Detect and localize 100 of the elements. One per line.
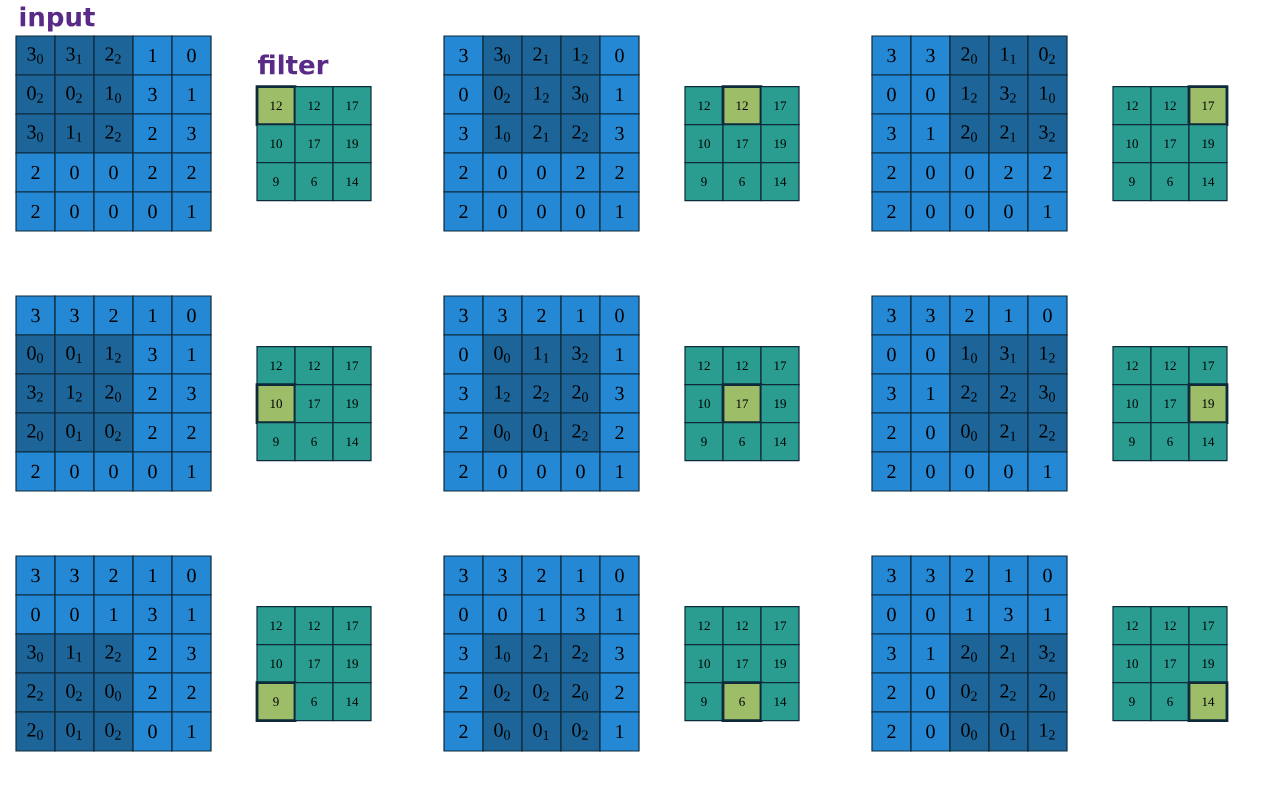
grid-cell: 3 (171, 113, 212, 154)
grid-cell: 2$_{0}$ (1027, 672, 1068, 713)
grid-cell: 3 (910, 35, 951, 76)
grid-cell: 3 (54, 555, 95, 596)
grid-cell: 2 (132, 152, 173, 193)
grid-cell: 0$_{2}$ (93, 412, 134, 453)
grid-cell: 3 (132, 594, 173, 635)
grid-cell: 2 (521, 555, 562, 596)
grid-cell: 3 (482, 295, 523, 336)
grid-cell: 2 (949, 295, 990, 336)
grid-cell: 0 (482, 594, 523, 635)
grid-cell: 2 (15, 152, 56, 193)
grid-cell: 3$_{0}$ (482, 35, 523, 76)
grid-cell: 2 (171, 672, 212, 713)
grid-cell: 0 (521, 191, 562, 232)
grid-cell: 2 (443, 412, 484, 453)
grid-cell: 3 (910, 555, 951, 596)
grid-cell: 0 (910, 672, 951, 713)
grid-cell: 0$_{0}$ (482, 412, 523, 453)
grid-cell: 1 (93, 594, 134, 635)
grid-cell: 0$_{2}$ (15, 74, 56, 115)
grid-cell: 0$_{1}$ (521, 412, 562, 453)
grid-cell: 0 (988, 191, 1029, 232)
grid-cell: 3 (443, 373, 484, 414)
grid-cell: 0 (443, 594, 484, 635)
grid-cell: 3 (132, 74, 173, 115)
grid-cell: 1$_{2}$ (93, 334, 134, 375)
grid-cell: 1$_{0}$ (482, 113, 523, 154)
grid-cell: 0 (171, 295, 212, 336)
grid-cell: 0$_{2}$ (949, 672, 990, 713)
grid-cell: 2$_{0}$ (560, 672, 601, 713)
grid-cell: 0 (949, 152, 990, 193)
grid-cell: 1$_{2}$ (949, 74, 990, 115)
grid-cell: 2$_{1}$ (521, 35, 562, 76)
grid-cell: 2 (599, 152, 640, 193)
grid-cell: 1 (171, 594, 212, 635)
grid-cell: 1$_{2}$ (521, 74, 562, 115)
grid-cell: 0 (871, 594, 912, 635)
grid-cell: 2 (443, 672, 484, 713)
grid-cell: 3 (871, 113, 912, 154)
grid-cell: 1 (521, 594, 562, 635)
grid-cell: 0 (93, 451, 134, 492)
grid-cell: 0$_{1}$ (54, 412, 95, 453)
grid-cell: 1$_{2}$ (1027, 334, 1068, 375)
grid-cell: 0$_{2}$ (54, 672, 95, 713)
grid-cell: 2$_{2}$ (521, 373, 562, 414)
grid-cell: 0 (93, 152, 134, 193)
grid-cell: 1$_{2}$ (54, 373, 95, 414)
grid-cell: 3 (171, 373, 212, 414)
grid-cell: 1$_{2}$ (482, 373, 523, 414)
grid-cell: 0$_{1}$ (54, 711, 95, 752)
grid-cell: 3$_{1}$ (54, 35, 95, 76)
grid-cell: 2$_{0}$ (560, 373, 601, 414)
grid-cell: 0 (910, 74, 951, 115)
grid-cell: 1 (988, 295, 1029, 336)
grid-cell: 1$_{1}$ (54, 633, 95, 674)
grid-cell: 2$_{0}$ (15, 412, 56, 453)
grid-cell: 1$_{1}$ (988, 35, 1029, 76)
grid-cell: 2 (1027, 152, 1068, 193)
grid-cell: 0 (482, 191, 523, 232)
grid-cell: 0 (1027, 555, 1068, 596)
grid-cell: 2$_{2}$ (93, 35, 134, 76)
grid-cell: 0 (482, 451, 523, 492)
grid-cell: 3 (443, 113, 484, 154)
grid-cell: 2 (599, 672, 640, 713)
grid-cell: 0$_{0}$ (482, 334, 523, 375)
grid-cell: 1 (171, 334, 212, 375)
grid-cell: 2 (443, 451, 484, 492)
grid-cell: 2$_{2}$ (949, 373, 990, 414)
grid-cell: 0 (599, 295, 640, 336)
grid-cell: 2 (443, 191, 484, 232)
grid-cell: 3 (871, 295, 912, 336)
grid-cell: 1 (599, 451, 640, 492)
grid-cell: 0 (988, 451, 1029, 492)
grid-cell: 3$_{2}$ (15, 373, 56, 414)
grid-cell: 0 (171, 555, 212, 596)
grid-cell: 0 (132, 191, 173, 232)
grid-cell: 2$_{1}$ (521, 113, 562, 154)
grid-cell: 0 (54, 451, 95, 492)
grid-cell: 3 (443, 295, 484, 336)
grid-cell: 2$_{0}$ (949, 633, 990, 674)
grid-cell: 2 (132, 633, 173, 674)
grid-cell: 1$_{0}$ (1027, 74, 1068, 115)
grid-cell: 0$_{2}$ (482, 672, 523, 713)
grid-cell: 3$_{2}$ (988, 74, 1029, 115)
grid-cell: 1 (910, 633, 951, 674)
grid-cell: 1 (949, 594, 990, 635)
grid-cell: 0 (910, 152, 951, 193)
grid-cell: 0 (1027, 295, 1068, 336)
grid-cell: 3 (443, 555, 484, 596)
grid-cell: 0 (910, 451, 951, 492)
grid-cell: 2$_{2}$ (93, 633, 134, 674)
grid-cell: 2 (871, 152, 912, 193)
grid-cell: 0 (910, 594, 951, 635)
grid-cell: 0 (599, 555, 640, 596)
grid-cell: 3 (910, 295, 951, 336)
grid-cell: 0$_{1}$ (988, 711, 1029, 752)
grid-cell: 3 (15, 555, 56, 596)
grid-cell: 3 (599, 633, 640, 674)
grid-cell: 1 (599, 334, 640, 375)
